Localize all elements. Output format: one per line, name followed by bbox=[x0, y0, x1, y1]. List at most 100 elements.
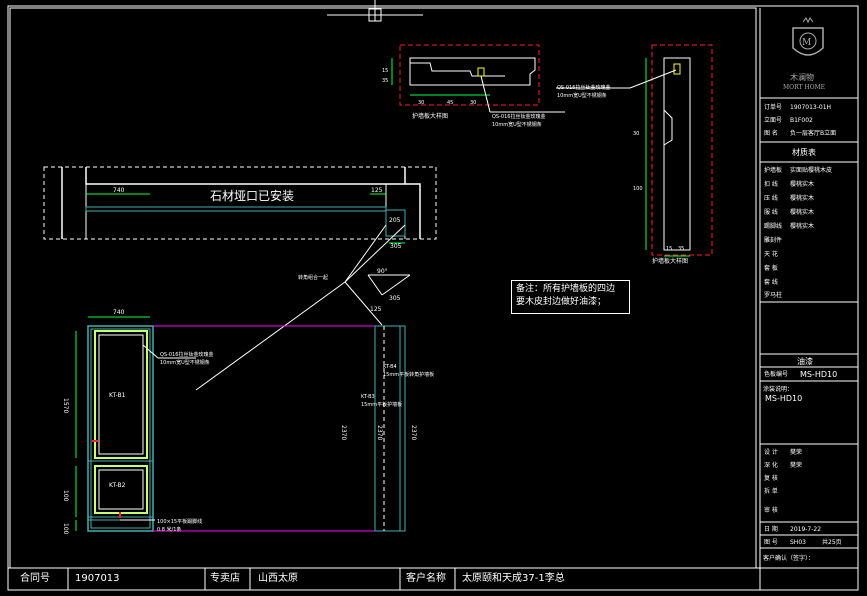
paint-desc-value: MS-HD10 bbox=[765, 394, 803, 403]
dim-angle-label: 转角组合一起 bbox=[298, 274, 328, 281]
material-table-header: 材质表 bbox=[792, 148, 816, 157]
material-label: 套 线 bbox=[764, 279, 778, 286]
dim-2370-a: 2370 bbox=[340, 425, 347, 440]
dim-plan-125: 125 bbox=[371, 187, 383, 194]
material-label: 扣 线 bbox=[764, 181, 778, 188]
material-row: 扣 线 樱桃实木 bbox=[762, 178, 857, 191]
label-kt-b4: KT-B4 bbox=[383, 364, 397, 370]
material-row: 服 线 樱桃实木 bbox=[762, 206, 857, 219]
callout-qs-top-b: 10mm宽U型不锈钢条 bbox=[492, 121, 542, 128]
material-value: 樱桃实木 bbox=[790, 181, 815, 188]
dim-top-side-35: 35 bbox=[382, 78, 388, 84]
sign-row: 拆 单 bbox=[762, 485, 857, 498]
dim-right-side-100: 100 bbox=[633, 186, 643, 192]
detail-top-caption: 护墙板大样图 bbox=[412, 112, 448, 120]
brand-logo: M bbox=[792, 17, 824, 56]
dim-100b: 100 bbox=[62, 523, 69, 535]
material-label: 罗马柱 bbox=[764, 292, 783, 299]
material-row: 套 线 bbox=[762, 276, 857, 289]
dim-1570: 1570 bbox=[62, 398, 69, 413]
material-label: 套 板 bbox=[764, 265, 778, 272]
tb-drawing-name-row: 图 名 负一层客厅B立面 bbox=[762, 127, 857, 140]
material-row: 天 花 bbox=[762, 248, 857, 261]
sign-label: 审 核 bbox=[764, 507, 778, 514]
material-label: 雕刻件 bbox=[764, 237, 783, 244]
material-value: 樱桃实木 bbox=[790, 209, 815, 216]
material-row: 套 板 bbox=[762, 262, 857, 275]
footer-store-value: 山西太原 bbox=[258, 573, 298, 584]
dim-2370-b: 2370 bbox=[410, 425, 417, 440]
material-label: 服 线 bbox=[764, 209, 778, 216]
dim-plan-740: 740 bbox=[113, 187, 125, 194]
sign-row: 设 计樊荣 bbox=[762, 446, 857, 459]
dim-100: 100 bbox=[62, 490, 69, 502]
color-label: 色板编号 bbox=[764, 371, 789, 378]
detail-top: 15 35 30 45 30 护墙板大样图 QS-016拉丝钛金玫瑰金 10mm… bbox=[382, 44, 565, 128]
sign-row: 复 核 bbox=[762, 472, 857, 485]
tb-order-label: 订单号 bbox=[764, 104, 783, 111]
footer-store-label: 专卖店 bbox=[210, 573, 240, 584]
tb-elevation-label: 立面号 bbox=[764, 117, 783, 124]
callout-skirt-b: 0.8 米/1条 bbox=[157, 526, 181, 533]
paint-desc-label: 涂装说明： bbox=[763, 386, 794, 393]
callout-skirt: 100×15平板踢脚线 bbox=[157, 518, 202, 525]
paint-header: 油漆 bbox=[797, 357, 813, 366]
drawing-note-box: 备注：所有护墙板的四边 要木皮封边做好油漆； bbox=[511, 280, 630, 314]
note-line-2: 要木皮封边做好油漆； bbox=[516, 297, 607, 307]
sign-value: 樊荣 bbox=[790, 449, 803, 456]
footer-client-value: 太原颐和天成37-1李总 bbox=[462, 573, 565, 584]
dim-right-15: 15 bbox=[666, 246, 672, 252]
material-label: 护墙板 bbox=[764, 167, 783, 174]
tb-drawing-name-value: 负一层客厅B立面 bbox=[790, 130, 837, 137]
tb-elevation-row: 立面号 B1F002 bbox=[762, 114, 857, 127]
dim-mid-125: 125 bbox=[370, 306, 382, 313]
date-label: 日 期 bbox=[764, 526, 778, 533]
footer-contract-value: 1907013 bbox=[75, 573, 120, 584]
sign-row: 深 化 樊荣 bbox=[762, 459, 857, 472]
tb-elevation-value: B1F002 bbox=[790, 117, 813, 124]
material-row: 护墙板实面贴樱桃木皮 bbox=[762, 164, 857, 177]
sheet-value: SH03 bbox=[790, 539, 806, 546]
tb-drawing-name-label: 图 名 bbox=[764, 130, 778, 137]
sign-label: 深 化 bbox=[764, 462, 778, 469]
sign-row: 审 核 bbox=[762, 504, 857, 517]
material-value: 实面贴樱桃木皮 bbox=[790, 167, 833, 174]
sign-value: 樊荣 bbox=[790, 462, 803, 469]
client-confirm-label: 客户确认（签字）： bbox=[763, 555, 815, 562]
footer-client-label: 客户名称 bbox=[406, 573, 446, 584]
dim-plan-305: 305 bbox=[390, 243, 402, 250]
dim-top-30b: 30 bbox=[470, 100, 476, 106]
color-value: MS-HD10 bbox=[800, 370, 838, 379]
dim-top-30a: 30 bbox=[418, 100, 424, 106]
sheet-label: 图 号 bbox=[764, 539, 778, 546]
material-label: 踢脚线 bbox=[764, 223, 783, 230]
plan-view: 740 125 205 305 石材垭口已安装 bbox=[43, 166, 437, 250]
detail-right: 30 100 15 35 护墙板大样图 QS-016拉丝钛金玫瑰金 10mm宽U… bbox=[556, 44, 713, 265]
callout-qs-right: QS-016拉丝钛金玫瑰金 bbox=[557, 84, 610, 91]
callout-board-b: 15mm平板护墙板 bbox=[361, 401, 402, 408]
plan-main-label: 石材垭口已安装 bbox=[210, 188, 294, 203]
dim-angle-90: 90° bbox=[377, 268, 388, 275]
dim-mid-305: 305 bbox=[389, 295, 401, 302]
callout-qs-right-b: 10mm宽U型不锈钢条 bbox=[557, 92, 607, 99]
dim-right-side-30: 30 bbox=[633, 131, 639, 137]
material-value: 樱桃实木 bbox=[790, 223, 815, 230]
outer-frame bbox=[7, 5, 859, 591]
brand-name-en: MORT HOME bbox=[783, 84, 826, 91]
label-kt-b2: KT-B2 bbox=[109, 482, 126, 489]
dim-plan-205: 205 bbox=[389, 217, 401, 224]
color-row: 色板编号 MS-HD10 bbox=[762, 368, 857, 381]
brand-name-cn: 木澜物 bbox=[790, 73, 814, 82]
elevation-view: 740 KT-B1 KT-B2 1570 100 100 2370 2370 2… bbox=[62, 309, 434, 535]
material-row: 雕刻件 bbox=[762, 234, 857, 247]
note-line-1: 备注：所有护墙板的四边 bbox=[516, 284, 616, 294]
footer-contract-label: 合同号 bbox=[20, 573, 50, 584]
material-label: 压 线 bbox=[764, 195, 778, 202]
dim-2370-c: 2370 bbox=[376, 425, 383, 440]
callout-qs-top: QS-016拉丝钛金玫瑰金 bbox=[492, 113, 545, 120]
label-kt-b3: KT-B3 bbox=[361, 394, 375, 400]
